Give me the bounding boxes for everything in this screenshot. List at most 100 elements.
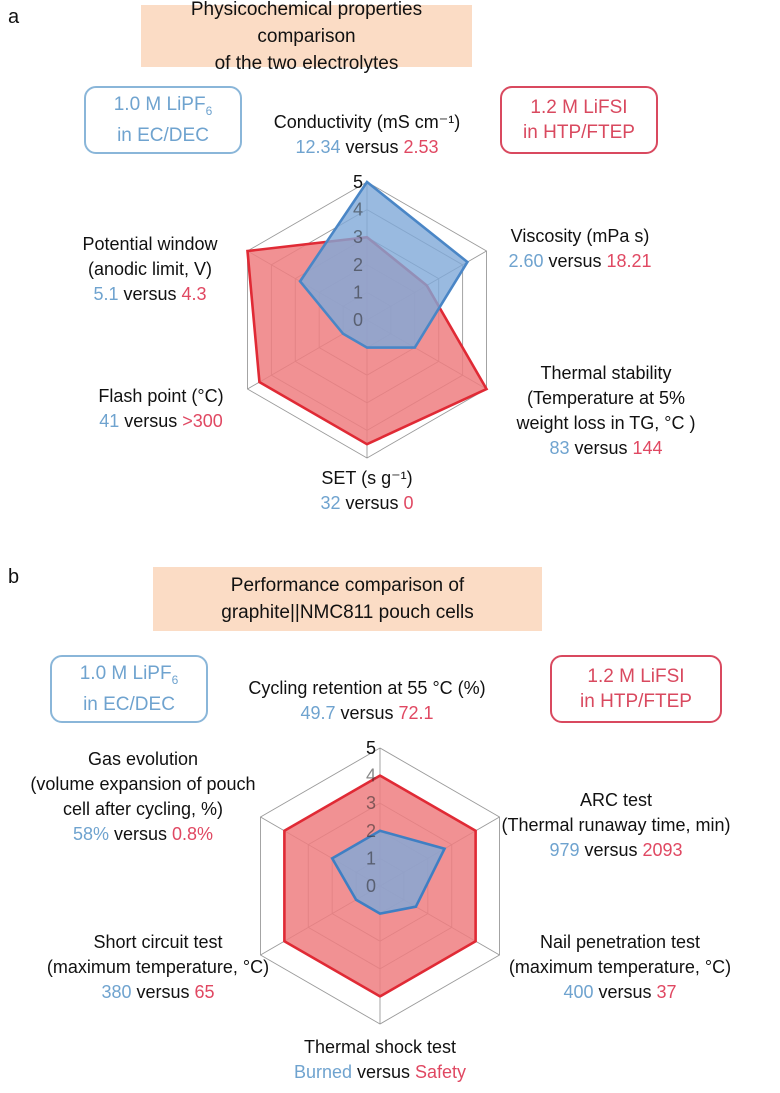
b-value-lifsi: 65 [194,982,215,1002]
b-axis-name-line: cell after cycling, %) [62,799,224,819]
b-value-lipf6: 380 [101,982,132,1002]
b-axis-values: 58% versus 0.8% [0,822,343,847]
a-tick-label: 5 [353,172,363,192]
a-versus: versus [119,411,183,431]
b-tick-label: 2 [366,821,376,841]
b-axis-name-line: (maximum temperature, °C) [508,957,732,977]
a-axis-label-3: SET (s g⁻¹) 32 versus 0 [167,466,567,516]
a-versus: versus [543,251,607,271]
a-axis-label-2: Thermal stability (Temperature at 5% weigh… [406,361,780,461]
a-tick-label: 4 [353,200,363,220]
b-value-lifsi: 0.8% [172,824,214,844]
b-axis-values: 49.7 versus 72.1 [167,701,567,726]
b-tick-label: 3 [366,793,376,813]
b-axis-name-line: Thermal shock test [303,1037,457,1057]
b-value-lifsi: 2093 [642,840,683,860]
b-value-lipf6: Burned [293,1062,352,1082]
a-value-lipf6: 41 [99,411,120,431]
a-value-lifsi: 2.53 [403,137,439,157]
b-axis-name-line: (volume expansion of pouch [30,774,256,794]
a-versus: versus [340,137,404,157]
b-tick-label: 5 [366,738,376,758]
a-tick-label: 3 [353,227,363,247]
b-axis-label-1: ARC test(Thermal runaway time, min)979 v… [416,788,780,863]
a-axis-values: 32 versus 0 [167,491,567,516]
a-value-lifsi: 144 [632,438,663,458]
b-axis-values: Burned versus Safety [180,1060,580,1085]
a-axis-name-line: weight loss in TG, °C ) [516,413,696,433]
b-value-lipf6: 400 [563,982,594,1002]
b-tick-label: 0 [366,876,376,896]
a-versus: versus [118,284,182,304]
a-axis-label-5: Potential window (anodic limit, V) 5.1 ver… [0,232,350,307]
panel-a-title: Physicochemical properties comparison of… [141,0,472,74]
a-tick-label: 1 [353,282,363,302]
a-versus: versus [569,438,633,458]
panel-b-letter: b [8,566,20,588]
a-value-lipf6: 2.60 [508,251,544,271]
b-axis-label-2: Nail penetration test (maximum temperatur… [420,930,780,1005]
panel-b-title-line1: Performance comparison of [230,575,465,596]
b-axis-label-4: Short circuit test (maximum temperature, … [0,930,358,1005]
a-axis-label-0: Conductivity (mS cm⁻¹) 12.34 versus 2.53 [167,110,567,160]
a-tick-label: 2 [353,255,363,275]
a-axis-label-4: Flash point (°C) 41 versus >300 [0,384,361,434]
panel-b-legend-lipf6: 1.0 M LiPF6 in EC/DEC [50,655,208,723]
a-axis-name-line: Flash point (°C) [98,386,224,406]
panel-b-legend-lifsi: 1.2 M LiFSI in HTP/FTEP [550,655,722,723]
a-axis-name-line: Potential window [82,234,218,254]
a-axis-name-line: Thermal stability [540,363,672,383]
panel-a-title-line2: of the two electrolytes [214,52,399,74]
b-versus: versus [593,982,657,1002]
b-axis-values: 380 versus 65 [0,980,358,1005]
b-series-0 [330,829,447,915]
b-axis-name-line: Cycling retention at 55 °C (%) [248,678,486,698]
a-axis-values: 83 versus 144 [406,436,780,461]
a-value-lifsi: 18.21 [606,251,652,271]
b-axis-name-line: (maximum temperature, °C) [46,957,270,977]
a-value-lipf6: 32 [320,493,341,513]
b-axis-name-line: (Thermal runaway time, min) [501,815,731,835]
b-versus: versus [108,824,173,844]
a-axis-values: 12.34 versus 2.53 [167,135,567,160]
a-value-lipf6: 12.34 [295,137,341,157]
panel-a-title-line1: Physicochemical properties comparison [190,0,423,47]
a-value-lifsi: 0 [403,493,414,513]
a-axis-name-line: (anodic limit, V) [87,259,213,279]
a-axis-values: 2.60 versus 18.21 [380,249,780,274]
panel-a-legend-lifsi: 1.2 M LiFSI in HTP/FTEP [500,86,658,154]
b-axis-name-line: Short circuit test [93,932,223,952]
b-value-lipf6: 58% [72,824,109,844]
a-series-0 [298,180,470,349]
a-value-lipf6: 5.1 [93,284,119,304]
a-axis-name-line: SET (s g⁻¹) [321,468,413,488]
b-tick-label: 1 [366,848,376,868]
a-value-lifsi: >300 [182,411,223,431]
panel-b-title-line2: graphite||NMC811 pouch cells [221,602,474,623]
b-tick-label: 4 [366,766,376,786]
a-axis-name-line: Viscosity (mPa s) [510,226,650,246]
a-axis-name-line: Conductivity (mS cm⁻¹) [273,112,461,132]
b-axis-name-line: Nail penetration test [539,932,701,952]
b-versus: versus [131,982,195,1002]
a-axis-name-line: (Temperature at 5% [526,388,686,408]
b-versus: versus [579,840,643,860]
a-axis-label-1: Viscosity (mPa s) 2.60 versus 18.21 [380,224,780,274]
a-axis-values: 5.1 versus 4.3 [0,282,350,307]
b-axis-label-0: Cycling retention at 55 °C (%) 49.7 versu… [167,676,567,726]
panel-a-letter: a [8,6,20,28]
a-value-lipf6: 83 [549,438,570,458]
a-axis-values: 41 versus >300 [0,409,361,434]
b-axis-values: 400 versus 37 [420,980,780,1005]
b-versus: versus [335,703,399,723]
panel-a-legend-lipf6: 1.0 M LiPF6 in EC/DEC [84,86,242,154]
a-versus: versus [340,493,404,513]
b-value-lifsi: 72.1 [398,703,434,723]
b-value-lifsi: 37 [656,982,677,1002]
panel-b-title: Performance comparison of graphite||NMC8… [153,567,542,631]
b-versus: versus [351,1062,416,1082]
